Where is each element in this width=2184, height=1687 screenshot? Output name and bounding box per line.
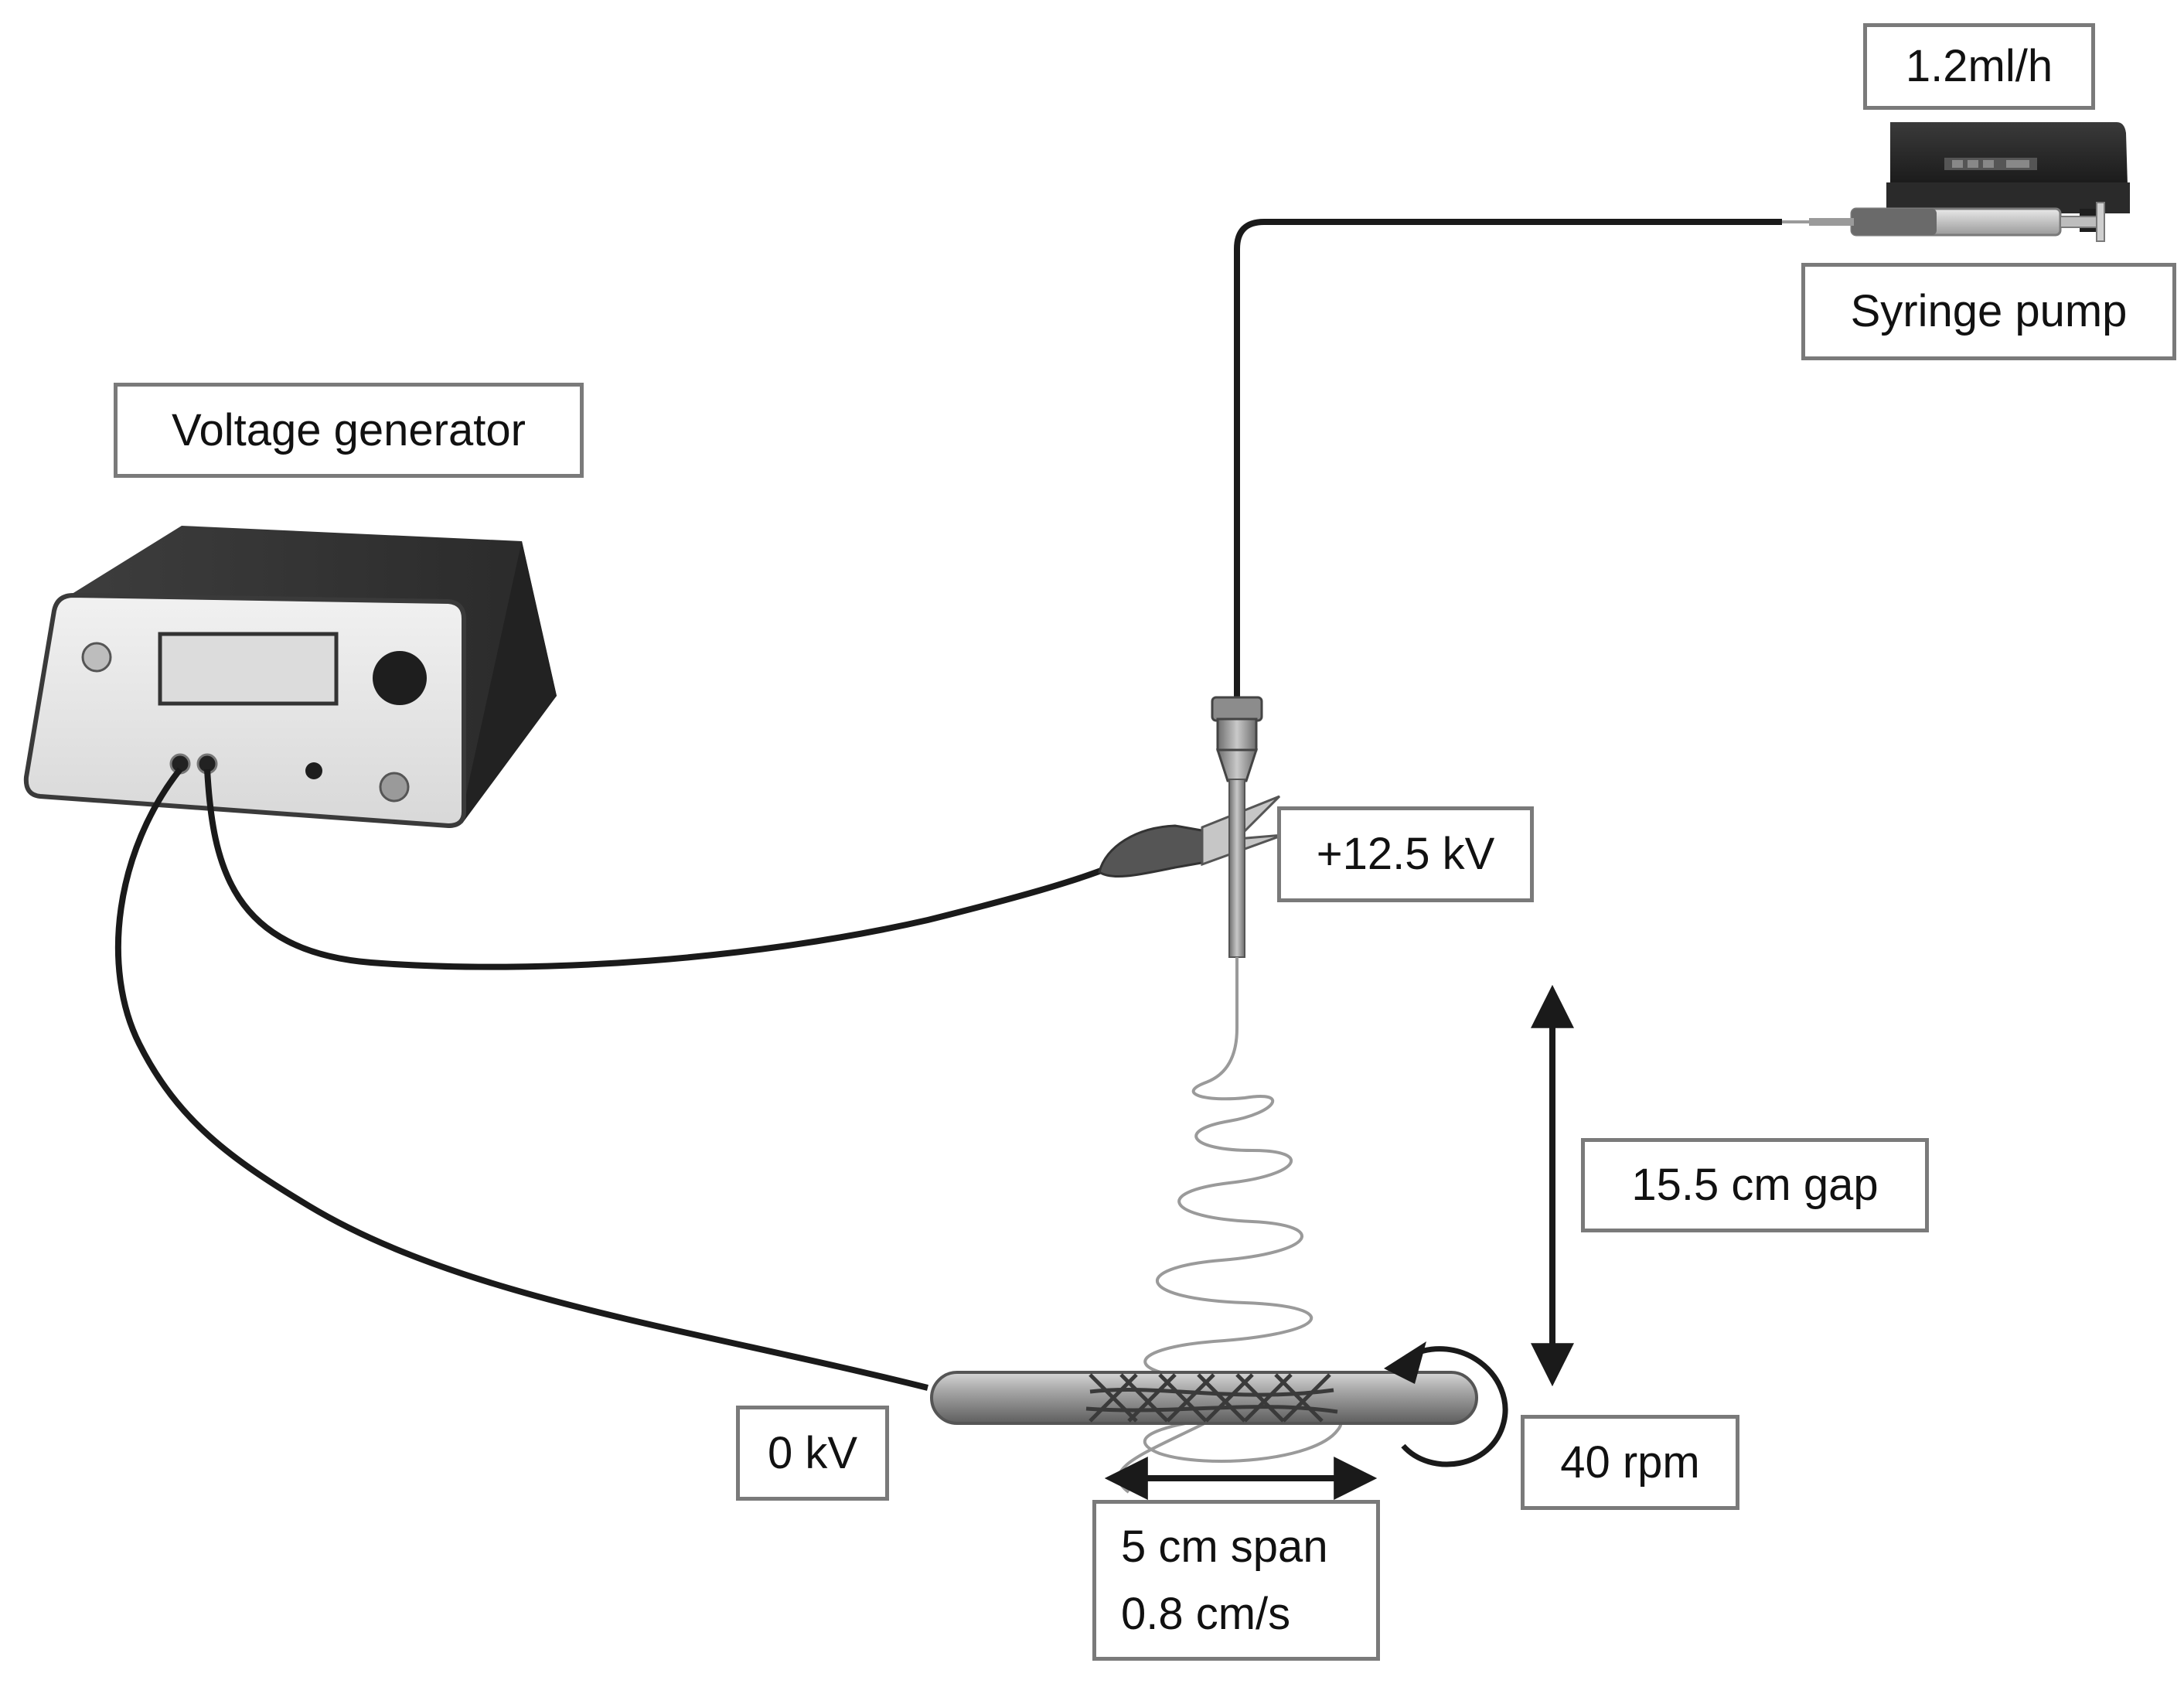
generator-indicator-light (81, 642, 112, 673)
voltage-generator (23, 526, 557, 829)
span-length-text: 5 cm span (1121, 1522, 1328, 1572)
alligator-clip (1098, 795, 1284, 878)
syringe-pump (1782, 122, 2130, 242)
syringe-pump-label: Syringe pump (1801, 263, 2176, 360)
rotating-collector (930, 1341, 1508, 1467)
traverse-speed-text: 0.8 cm/s (1121, 1589, 1291, 1639)
gap-label: 15.5 cm gap (1581, 1138, 1929, 1232)
high-voltage-cable (204, 769, 1115, 970)
span-speed-label: 5 cm span 0.8 cm/s (1092, 1500, 1380, 1661)
clip-boot (1098, 824, 1208, 878)
syringe-plunger (2060, 216, 2100, 228)
generator-display (158, 632, 339, 706)
needle-voltage-label: +12.5 kV (1277, 806, 1534, 902)
rotation-arrowhead (1384, 1341, 1426, 1384)
needle-shaft (1228, 779, 1245, 958)
syringe-tip (1809, 218, 1854, 226)
rotation-arrow (1401, 1346, 1508, 1467)
spinneret-needle (1211, 696, 1263, 958)
flow-rate-label: 1.2ml/h (1863, 23, 2095, 110)
generator-power-button (379, 772, 410, 803)
generator-small-button (305, 762, 322, 779)
needle-hub (1216, 717, 1258, 751)
collector-rod (930, 1371, 1478, 1425)
fiber-mesh (1085, 1373, 1338, 1423)
voltage-generator-label: Voltage generator (114, 383, 584, 478)
needle-hub-top (1211, 696, 1263, 722)
collector-voltage-label: 0 kV (736, 1406, 889, 1501)
pump-body (1890, 122, 2128, 186)
generator-face (23, 592, 466, 829)
needle-cone (1215, 748, 1259, 782)
feed-tube (1234, 219, 1782, 700)
generator-side (462, 541, 557, 823)
rotation-speed-label: 40 rpm (1521, 1415, 1739, 1510)
generator-knob (373, 651, 427, 705)
ground-cable (114, 767, 928, 1391)
